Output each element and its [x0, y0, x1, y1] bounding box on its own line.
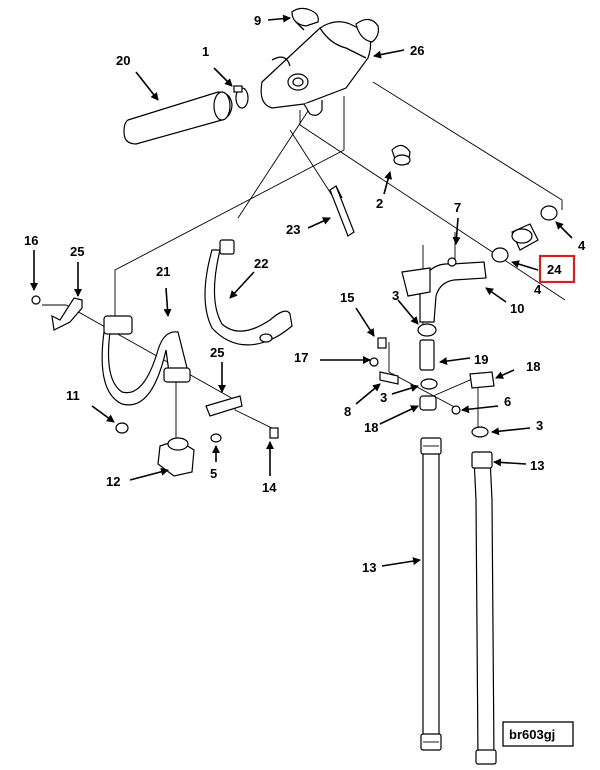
callout-21: 21: [156, 264, 170, 279]
clamp-3-middle: [420, 378, 438, 390]
callout-20: 20: [116, 53, 130, 68]
elbow-pipe-10: [401, 261, 487, 323]
callout-26: 26: [410, 43, 424, 58]
reference-code-box: br603gj: [502, 721, 574, 747]
clamp-3-upper: [417, 323, 437, 337]
clamp-1: [233, 85, 249, 109]
callout-16: 16: [24, 233, 38, 248]
callout-4-upper: 4: [578, 238, 586, 253]
clamp-4-lower: [491, 247, 509, 263]
reference-code: br603gj: [509, 727, 555, 742]
o-ring-11: [115, 422, 129, 434]
callout-4-lower: 4: [534, 282, 542, 297]
clamp-25-lower: [205, 395, 243, 417]
highlight-box: [538, 254, 576, 284]
pipe-13-left: [420, 437, 442, 751]
hose-19: [419, 339, 435, 371]
callout-12: 12: [106, 474, 120, 489]
callout-13-left: 13: [362, 560, 376, 575]
callout-6: 6: [504, 394, 511, 409]
clamp-4-upper: [540, 205, 558, 221]
callout-3-upper: 3: [392, 288, 399, 303]
callout-22: 22: [254, 256, 268, 271]
callout-5: 5: [210, 466, 217, 481]
coupling-24: [511, 223, 539, 251]
bracket-8: [379, 371, 399, 385]
callout-25-upper: 25: [70, 244, 84, 259]
callout-1: 1: [202, 44, 209, 59]
highlighted-callout-24: 24: [538, 254, 576, 284]
muffler: [260, 18, 379, 116]
callout-15: 15: [340, 290, 354, 305]
callout-25-lower: 25: [210, 345, 224, 360]
callout-13-right: 13: [530, 458, 544, 473]
callout-9: 9: [254, 13, 261, 28]
callout-18-left: 18: [364, 420, 378, 435]
clamp-2: [391, 144, 411, 166]
exhaust-cap: [291, 7, 319, 31]
callout-3-lower: 3: [536, 418, 543, 433]
callout-10: 10: [510, 301, 524, 316]
tailpipe: [123, 91, 233, 145]
hose-22: [204, 239, 293, 346]
bolt-15: [377, 337, 387, 349]
elbow-12: [157, 437, 195, 477]
hanger-18-left: [419, 395, 437, 411]
callout-11: 11: [66, 388, 80, 403]
callout-2: 2: [376, 196, 383, 211]
callout-labels: 9 20 1 26 2 23 7 4 4 16 25 21 22 10 15 3…: [24, 13, 586, 575]
callout-3-middle: 3: [380, 390, 387, 405]
callout-14: 14: [262, 480, 277, 495]
leader-arrows: [30, 14, 573, 567]
callout-23: 23: [286, 222, 300, 237]
nut-16: [31, 295, 41, 305]
callout-18-right: 18: [526, 359, 540, 374]
clamp-3-lower: [471, 426, 489, 438]
bolt-14: [269, 427, 279, 439]
callout-17: 17: [294, 350, 308, 365]
callout-24: 24: [547, 262, 562, 277]
bolt-17: [369, 357, 379, 367]
clamp-25-upper: [51, 297, 83, 331]
pipe-13-right: [471, 451, 497, 765]
callout-8: 8: [344, 404, 351, 419]
hose-21: [101, 315, 191, 406]
callout-19: 19: [474, 352, 488, 367]
bracket-23: [329, 185, 355, 237]
nut-6: [451, 405, 461, 415]
hanger-18-right: [469, 371, 495, 389]
nut-7: [447, 257, 457, 267]
gasket-5: [210, 433, 222, 443]
callout-7: 7: [454, 200, 461, 215]
